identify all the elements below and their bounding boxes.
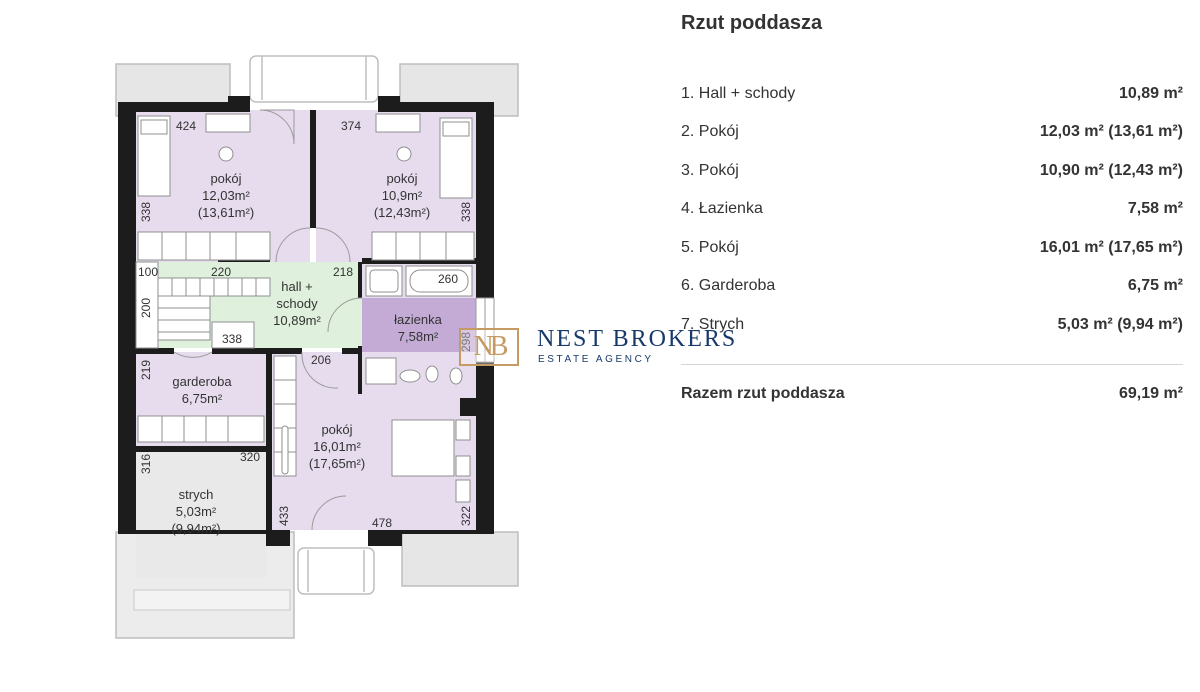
dim-220: 220	[211, 265, 231, 279]
room-left-area-label: 12,03m²	[202, 188, 250, 203]
area-row-label: 2. Pokój	[681, 123, 739, 140]
hall-name-2: schody	[276, 296, 318, 311]
room-right-area-label: 10,9m²	[382, 188, 423, 203]
room-left-name: pokój	[210, 171, 241, 186]
room-label-wardrobe: garderoba 6,75m²	[172, 374, 232, 406]
area-row: 3. Pokój 10,90 m² (12,43 m²)	[681, 159, 1183, 183]
area-row-label: 5. Pokój	[681, 239, 739, 256]
dimension-labels: 424 374 338 338 100 220 218 260 200 338 …	[138, 119, 473, 530]
total-label: Razem rzut poddasza	[681, 385, 845, 402]
watermark-subtitle: ESTATE AGENCY	[538, 354, 654, 365]
dim-478: 478	[372, 516, 392, 530]
area-row-value: 10,90 m² (12,43 m²)	[1039, 162, 1183, 179]
room-right-area-total: (12,43m²)	[374, 205, 430, 220]
hall-area-label: 10,89m²	[273, 313, 321, 328]
stairs	[135, 261, 271, 349]
area-row-value: 16,01 m² (17,65 m²)	[1039, 239, 1183, 256]
dim-322: 322	[459, 506, 473, 526]
total-divider	[681, 364, 1183, 365]
area-row: 5. Pokój 16,01 m² (17,65 m²)	[681, 236, 1183, 260]
balcony-top	[249, 55, 379, 103]
dim-433: 433	[277, 506, 291, 526]
furniture	[137, 113, 475, 503]
terrace-bottom-right	[401, 531, 519, 587]
area-row-value: 7,58 m²	[1127, 200, 1183, 217]
room-large-name: pokój	[321, 422, 352, 437]
area-summary-panel: Rzut poddasza 1. Hall + schody 10,89 m² …	[681, 0, 1183, 692]
dim-218: 218	[333, 265, 353, 279]
dim-200: 200	[139, 298, 153, 318]
area-row: 6. Garderoba 6,75 m²	[681, 274, 1183, 298]
room-label-large: pokój 16,01m² (17,65m²)	[309, 422, 365, 471]
dim-338-hall: 338	[222, 332, 242, 346]
dim-374: 374	[341, 119, 361, 133]
bathroom-name: łazienka	[394, 312, 442, 327]
watermark-logo: NB NEST BROKERS ESTATE AGENCY	[459, 326, 749, 370]
dim-298: 298	[459, 332, 473, 352]
wardrobe-name: garderoba	[172, 374, 232, 389]
area-row-label: 7. Strych	[681, 316, 745, 333]
dim-206: 206	[311, 353, 331, 367]
total-value: 69,19 m²	[1118, 385, 1183, 402]
attic-name: strych	[179, 487, 214, 502]
dim-320: 320	[240, 450, 260, 464]
watermark-name: NEST BROKERS	[537, 326, 738, 352]
area-row: 7. Strych 5,03 m² (9,94 m²)	[681, 313, 1183, 337]
balcony-bottom	[297, 547, 375, 595]
room-large-area-total: (17,65m²)	[309, 456, 365, 471]
room-label-right: pokój 10,9m² (12,43m²)	[374, 171, 430, 220]
area-row: 2. Pokój 12,03 m² (13,61 m²)	[681, 120, 1183, 144]
dim-338-left: 338	[139, 202, 153, 222]
room-label-attic: strych 5,03m² (9,94m²)	[171, 487, 220, 536]
area-row-value: 10,89 m²	[1118, 85, 1183, 102]
area-row: 4. Łazienka 7,58 m²	[681, 197, 1183, 221]
area-row-value: 6,75 m²	[1127, 277, 1183, 294]
dim-100: 100	[138, 265, 158, 279]
dim-260: 260	[438, 272, 458, 286]
hall-name-1: hall +	[281, 279, 312, 294]
room-label-left: pokój 12,03m² (13,61m²)	[198, 171, 254, 220]
room-large-area-label: 16,01m²	[313, 439, 361, 454]
area-row-label: 3. Pokój	[681, 162, 739, 179]
area-row-value: 5,03 m² (9,94 m²)	[1057, 316, 1183, 333]
dim-424: 424	[176, 119, 196, 133]
attic-area-label: 5,03m²	[176, 504, 217, 519]
room-label-hall: hall + schody 10,89m²	[273, 279, 321, 328]
bathroom-area-label: 7,58m²	[398, 329, 439, 344]
floor-plan: pokój 12,03m² (13,61m²) pokój 10,9m² (12…	[115, 55, 519, 639]
wardrobe-area-label: 6,75m²	[182, 391, 223, 406]
room-label-bathroom: łazienka 7,58m²	[394, 312, 442, 344]
dim-338-right: 338	[459, 202, 473, 222]
area-row-label: 4. Łazienka	[681, 200, 763, 217]
dim-219: 219	[139, 360, 153, 380]
area-row-label: 6. Garderoba	[681, 277, 776, 294]
attic-area-total: (9,94m²)	[171, 521, 220, 536]
area-row-label: 1. Hall + schody	[681, 85, 796, 102]
area-row: 1. Hall + schody 10,89 m²	[681, 82, 1183, 106]
attic-area	[136, 452, 266, 578]
room-left-area-total: (13,61m²)	[198, 205, 254, 220]
area-row-value: 12,03 m² (13,61 m²)	[1039, 123, 1183, 140]
watermark-monogram: NB	[459, 328, 519, 366]
room-right-name: pokój	[386, 171, 417, 186]
dim-316: 316	[139, 454, 153, 474]
total-row: Razem rzut poddasza 69,19 m²	[681, 382, 1183, 406]
panel-title: Rzut poddasza	[681, 12, 823, 34]
